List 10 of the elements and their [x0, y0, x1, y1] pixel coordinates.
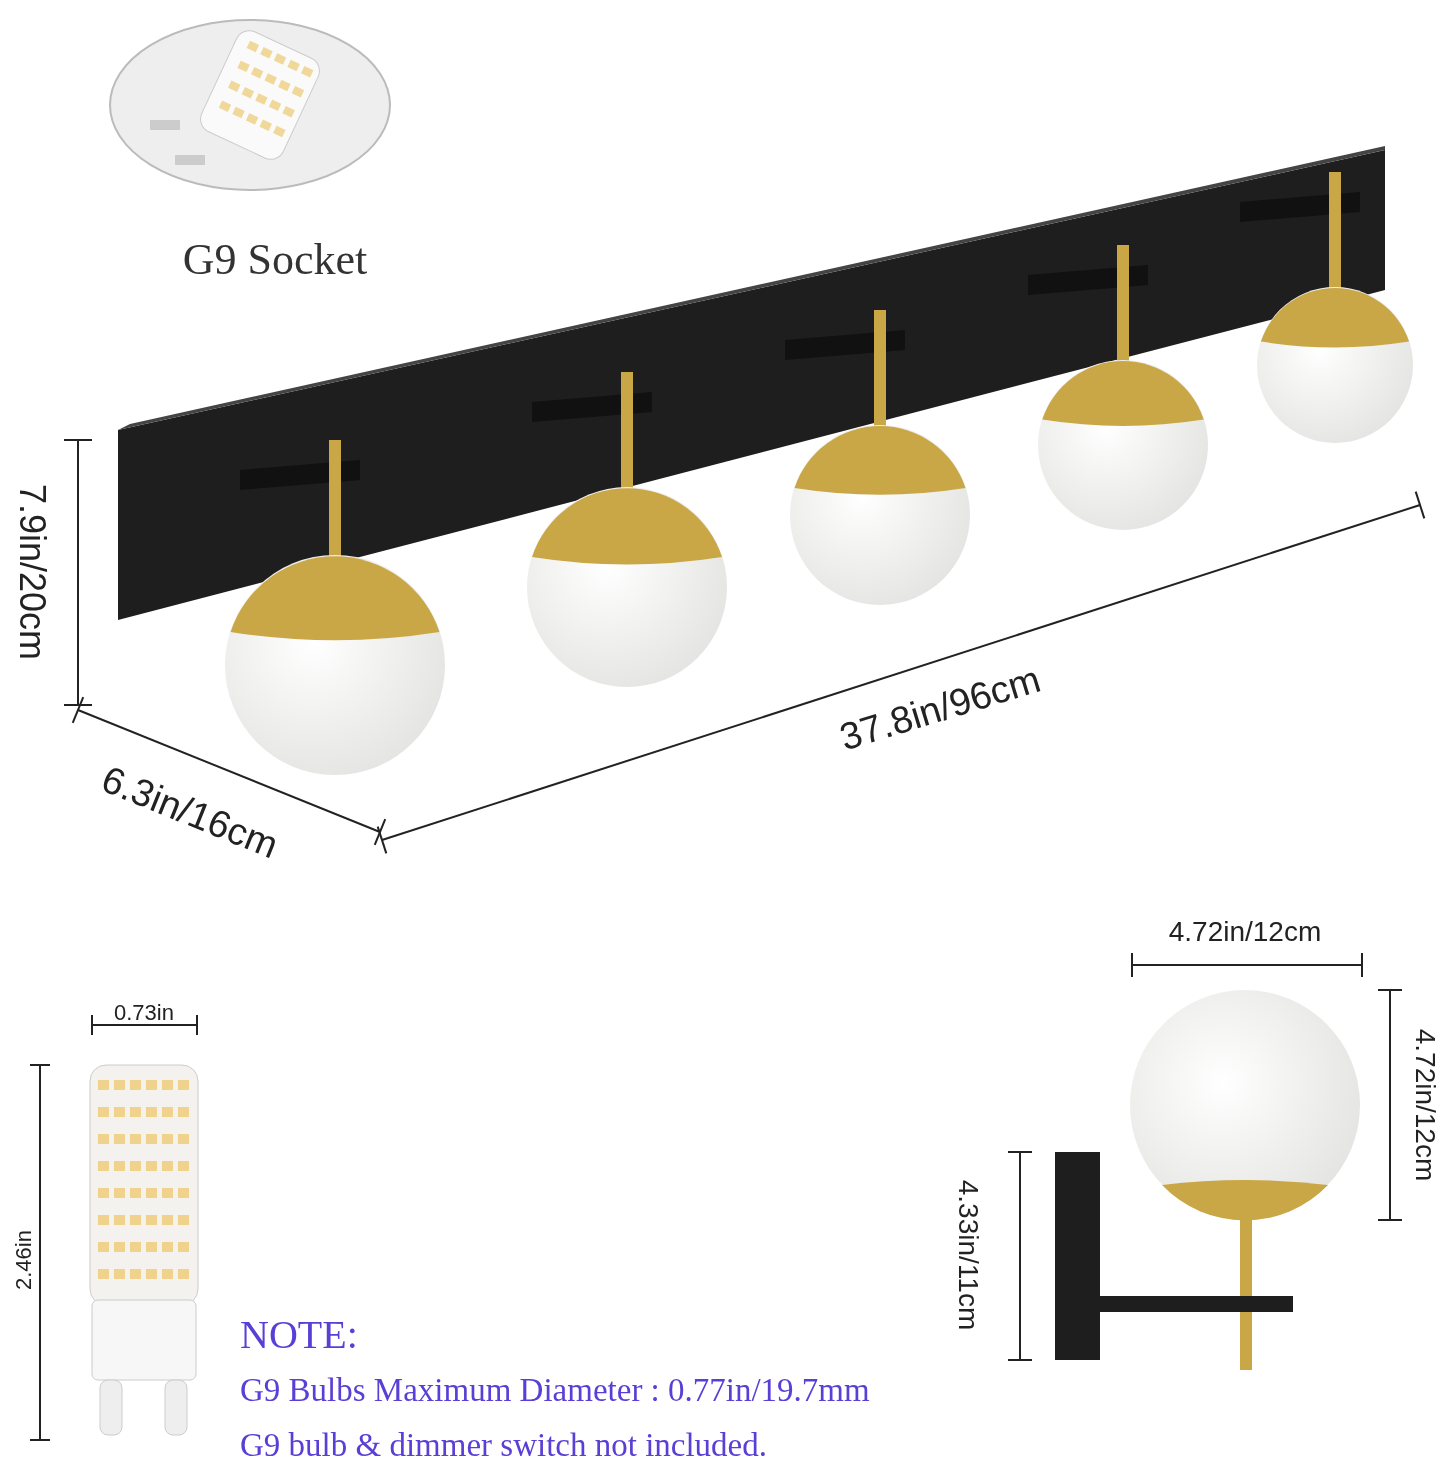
note-text: G9 bulb & dimmer switch not included.: [240, 1428, 768, 1462]
caption: G9 Socket: [182, 238, 368, 282]
dimension-label: 2.46in: [13, 1230, 35, 1290]
dimension-label: 4.72in/12cm: [1168, 918, 1322, 946]
dimension-label: 7.9in/20cm: [14, 483, 50, 661]
dimension-label: 4.72in/12cm: [1411, 1028, 1439, 1182]
note-heading: NOTE:: [240, 1315, 358, 1355]
dimension-label: 0.73in: [114, 1002, 174, 1024]
note-text: G9 Bulbs Maximum Diameter : 0.77in/19.7mm: [240, 1373, 870, 1407]
dimension-label: 4.33in/11cm: [954, 1179, 982, 1331]
